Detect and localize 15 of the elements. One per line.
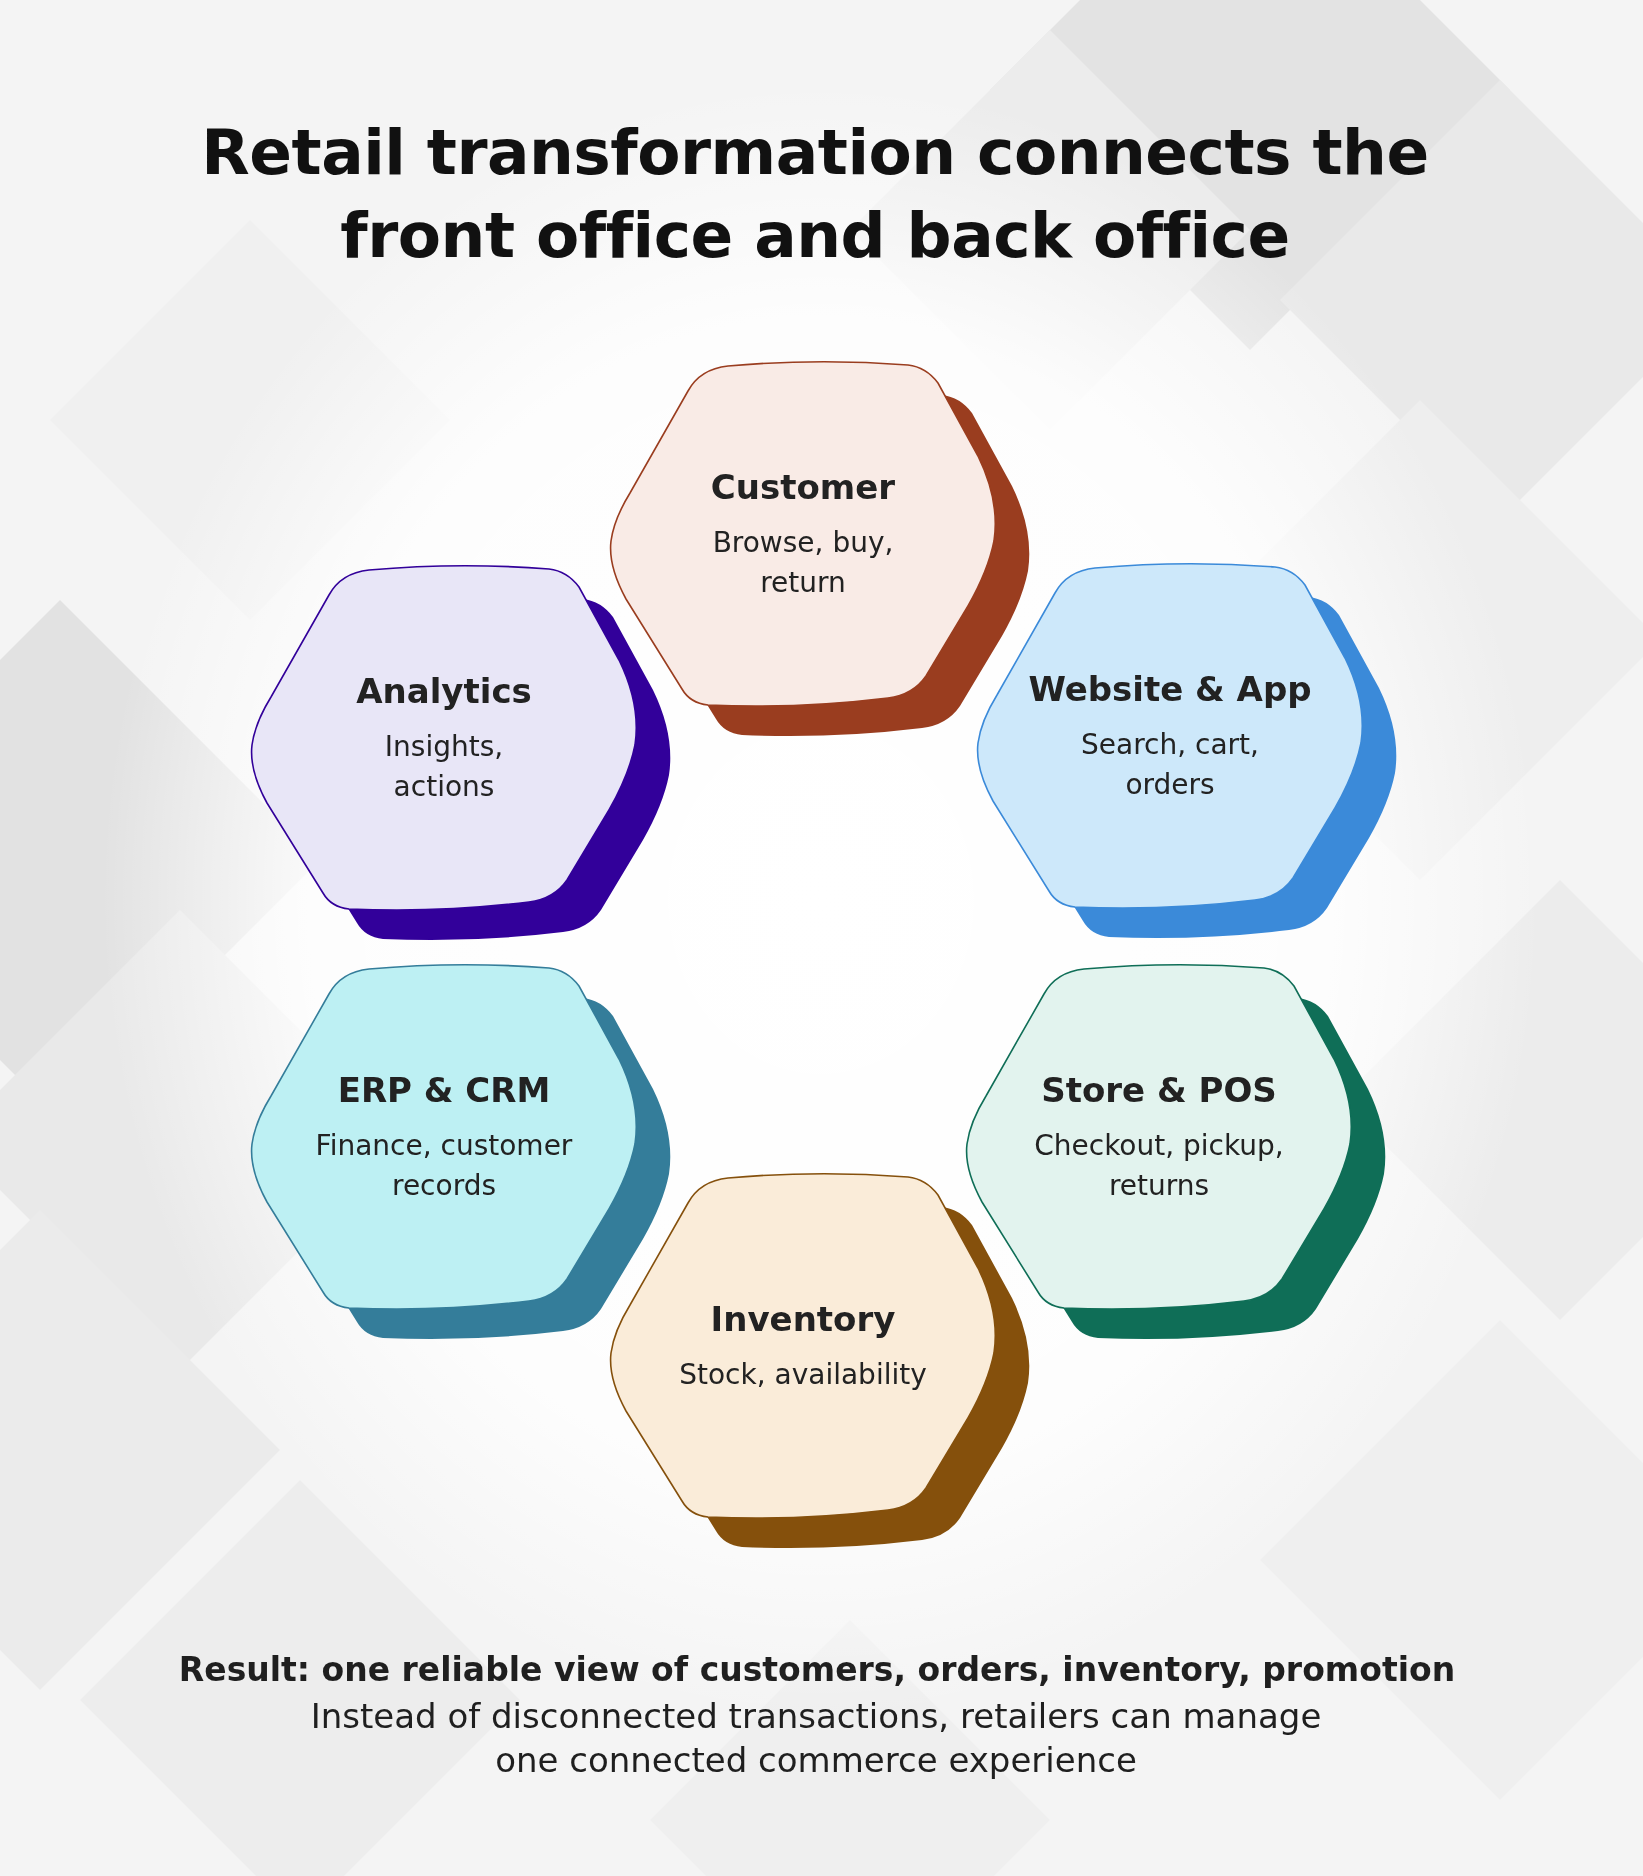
node-heading: Website & App [1028,668,1312,711]
node-heading: Store & POS [1041,1069,1277,1112]
node-heading: Inventory [710,1298,896,1341]
node-description: Insights, actions [383,729,505,805]
node-heading: Customer [710,466,896,509]
summary-text: Instead of disconnected transactions, retailers can manage one connected commerce experience [309,1695,1323,1782]
node-description: Browse, buy, return [711,525,895,601]
node-description: Stock, availability [679,1357,927,1393]
node-heading: ERP & CRM [337,1069,551,1112]
node-description: Checkout, pickup, returns [1033,1128,1285,1204]
node-heading: Analytics [356,670,532,713]
node-description: Search, cart, orders [1080,727,1260,803]
title-heading: Retail transformation connects the front office and back office [200,115,1430,274]
result-statement: Result: one reliable view of customers, orders, inventory, promotion [177,1649,1457,1691]
node-description: Finance, customer records [314,1128,574,1204]
